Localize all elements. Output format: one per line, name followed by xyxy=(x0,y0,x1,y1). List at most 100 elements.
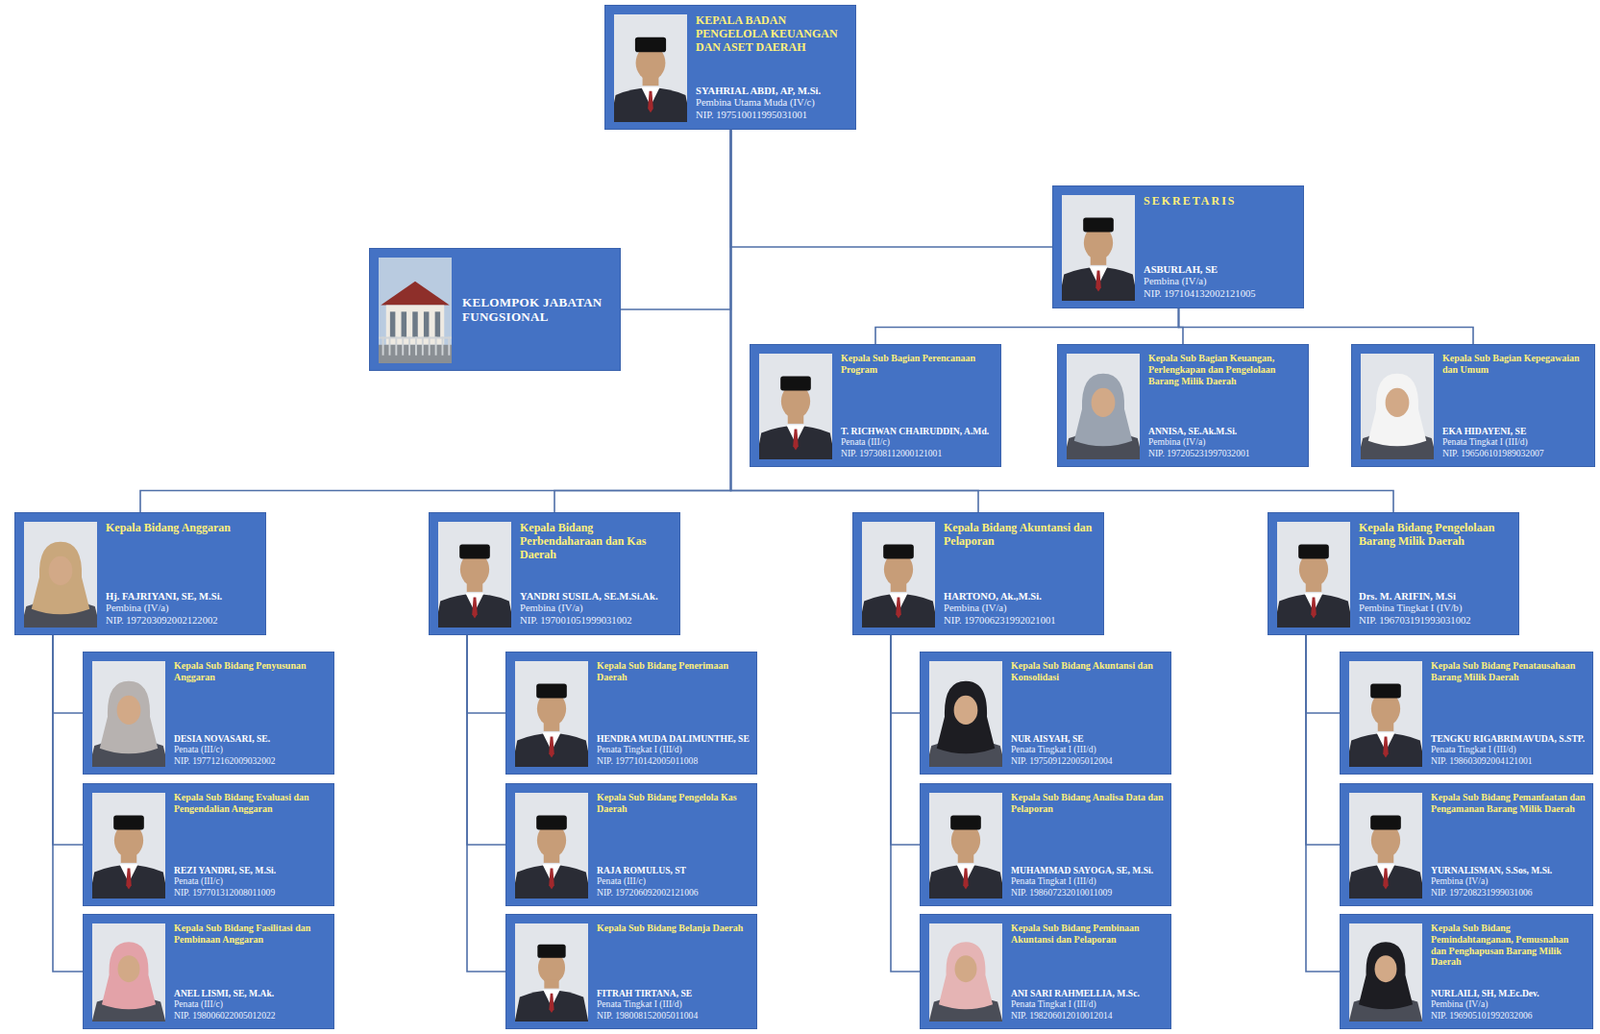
rank-grade: Penata (III/c) xyxy=(840,436,994,447)
text-column: Kepala Sub Bidang Analisa Data dan Pelap… xyxy=(1010,791,1164,898)
official-box: KEPALA BADAN PENGELOLA KEUANGAN DAN ASET… xyxy=(604,4,857,130)
employee-number: NIP. 198206012010012014 xyxy=(1010,1009,1164,1021)
employee-number: NIP. 197710142005011008 xyxy=(596,755,750,766)
building-photo xyxy=(378,257,452,364)
portrait-photo xyxy=(929,661,1003,767)
position-title: Kepala Sub Bidang Fasilitasi dan Pembina… xyxy=(173,922,327,946)
position-title: Kepala Sub Bidang Pemindahtanganan, Pemu… xyxy=(1430,922,1586,968)
employee-number: NIP. 197104132002121005 xyxy=(1143,288,1297,301)
text-column: Kepala Sub Bidang Penyusunan AnggaranDES… xyxy=(173,660,327,766)
employee-number: NIP. 196703191993031002 xyxy=(1358,615,1512,628)
rank-grade: Pembina (IV/a) xyxy=(943,602,1097,616)
official-box: Kepala Sub Bidang Pemanfaatan dan Pengam… xyxy=(1339,783,1594,907)
portrait-photo xyxy=(861,521,936,628)
employee-number: NIP. 197208231999031006 xyxy=(1430,886,1586,898)
text-column: Kepala Sub Bidang Belanja DaerahFITRAH T… xyxy=(596,922,750,1021)
official-name: NUR AISYAH, SE xyxy=(1010,727,1164,744)
official-name: DESIA NOVASARI, SE. xyxy=(173,727,327,744)
official-name: MUHAMMAD SAYOGA, SE, M.Si. xyxy=(1010,859,1164,876)
portrait-photo xyxy=(1066,353,1140,460)
rank-grade: Penata Tingkat I (III/d) xyxy=(1442,436,1588,447)
rank-grade: Pembina (IV/a) xyxy=(1148,436,1302,447)
text-column: Kepala Sub Bidang Evaluasi dan Pengendal… xyxy=(173,791,327,898)
rank-grade: Penata Tingkat I (III/d) xyxy=(596,743,750,755)
employee-number: NIP. 197712162009032002 xyxy=(173,755,327,766)
rank-grade: Pembina Tingkat I (IV/b) xyxy=(1358,602,1512,616)
text-column: Kepala Sub Bidang Akuntansi dan Konsolid… xyxy=(1010,660,1164,766)
org-connector xyxy=(890,635,920,714)
text-column: KELOMPOK JABATAN FUNGSIONAL xyxy=(462,256,613,363)
position-title: Kepala Bidang Pengelolaan Barang Milik D… xyxy=(1358,520,1512,548)
official-box: Kepala Bidang Akuntansi dan PelaporanHAR… xyxy=(852,512,1105,636)
rank-grade: Penata Tingkat I (III/d) xyxy=(1010,743,1164,755)
text-column: Kepala Sub Bidang Pemindahtanganan, Pemu… xyxy=(1430,922,1586,1021)
official-box: Kepala Sub Bidang Fasilitasi dan Pembina… xyxy=(82,913,335,1030)
rank-grade: Penata Tingkat I (III/d) xyxy=(596,998,750,1010)
text-column: Kepala Sub Bidang Pembinaan Akuntansi da… xyxy=(1010,922,1164,1021)
official-name: T. RICHWAN CHAIRUDDIN, A.Md. xyxy=(840,419,994,437)
official-name: REZI YANDRI, SE, M.Si. xyxy=(173,859,327,876)
employee-number: NIP. 197308112000121001 xyxy=(840,447,994,459)
portrait-photo xyxy=(515,661,589,767)
org-connector xyxy=(467,635,506,845)
position-title: Kepala Sub Bidang Belanja Daerah xyxy=(596,922,750,935)
position-title: Kepala Sub Bidang Analisa Data dan Pelap… xyxy=(1010,791,1164,815)
position-title: Kepala Sub Bagian Keuangan, Perlengkapan… xyxy=(1148,352,1302,387)
official-box: Kepala Sub Bidang Analisa Data dan Pelap… xyxy=(919,783,1172,907)
portrait-photo xyxy=(515,923,589,1022)
rank-grade: Penata (III/c) xyxy=(173,998,327,1010)
portrait-photo xyxy=(515,792,589,899)
official-box: Kepala Sub Bidang Pemindahtanganan, Pemu… xyxy=(1339,913,1594,1030)
position-title: Kepala Sub Bidang Penerimaan Daerah xyxy=(596,660,750,684)
text-column: Kepala Sub Bidang Penerimaan DaerahHENDR… xyxy=(596,660,750,766)
official-box: Kepala Sub Bidang Penyusunan AnggaranDES… xyxy=(82,651,335,775)
official-box: Kepala Sub Bagian Kepegawaian dan UmumEK… xyxy=(1351,344,1596,468)
rank-grade: Penata Tingkat I (III/d) xyxy=(1430,743,1586,755)
text-column: Kepala Sub Bidang Penatausahaan Barang M… xyxy=(1430,660,1586,766)
portrait-photo xyxy=(1349,923,1423,1022)
official-name: YANDRI SUSILA, SE.M.Si.Ak. xyxy=(519,585,673,604)
official-name: YURNALISMAN, S.Sos, M.Si. xyxy=(1430,859,1586,876)
portrait-photo xyxy=(1061,195,1135,301)
org-connector xyxy=(467,635,506,972)
text-column: Kepala Sub Bagian Keuangan, Perlengkapan… xyxy=(1148,352,1302,459)
position-title: Kepala Bidang Anggaran xyxy=(105,520,259,535)
official-name: HENDRA MUDA DALIMUNTHE, SE xyxy=(596,727,750,744)
group-title: KELOMPOK JABATAN FUNGSIONAL xyxy=(462,295,613,325)
position-title: Kepala Sub Bidang Evaluasi dan Pengendal… xyxy=(173,791,327,815)
employee-number: NIP. 197509122005012004 xyxy=(1010,755,1164,766)
official-name: SYAHRIAL ABDI, AP, M.Si. xyxy=(695,79,849,99)
rank-grade: Pembina (IV/a) xyxy=(105,602,259,616)
org-connector xyxy=(1305,635,1340,845)
portrait-photo xyxy=(614,14,688,123)
org-connector xyxy=(731,129,1054,247)
employee-number: NIP. 198603092004121001 xyxy=(1430,755,1586,766)
official-name: TENGKU RIGABRIMAVUDA, S.STP. xyxy=(1430,727,1586,744)
functional-group-box: KELOMPOK JABATAN FUNGSIONAL xyxy=(369,247,621,371)
official-box: Kepala Sub Bidang Penatausahaan Barang M… xyxy=(1339,651,1594,775)
position-title: Kepala Sub Bidang Pembinaan Akuntansi da… xyxy=(1010,922,1164,946)
employee-number: NIP. 196905101992032006 xyxy=(1430,1009,1586,1021)
official-box: Kepala Sub Bagian Perencanaan ProgramT. … xyxy=(749,344,1002,468)
portrait-photo xyxy=(92,923,166,1022)
portrait-photo xyxy=(92,661,166,767)
rank-grade: Penata Tingkat I (III/d) xyxy=(1010,875,1164,887)
official-name: Drs. M. ARIFIN, M.Si xyxy=(1358,585,1512,604)
org-connector xyxy=(52,635,83,714)
org-connector xyxy=(890,635,920,972)
official-box: Kepala Sub Bagian Keuangan, Perlengkapan… xyxy=(1057,344,1309,468)
official-box: Kepala Bidang Pengelolaan Barang Milik D… xyxy=(1267,512,1520,636)
official-name: ANI SARI RAHMELLIA, M.Sc. xyxy=(1010,982,1164,999)
text-column: Kepala Sub Bidang Pemanfaatan dan Pengam… xyxy=(1430,791,1586,898)
position-title: Kepala Sub Bidang Akuntansi dan Konsolid… xyxy=(1010,660,1164,684)
official-box: Kepala Sub Bidang Pengelola Kas DaerahRA… xyxy=(505,783,758,907)
portrait-photo xyxy=(438,521,512,628)
org-connector xyxy=(52,635,83,845)
portrait-photo xyxy=(929,923,1003,1022)
position-title: SEKRETARIS xyxy=(1143,194,1297,208)
text-column: Kepala Sub Bidang Fasilitasi dan Pembina… xyxy=(173,922,327,1021)
official-name: EKA HIDAYENI, SE xyxy=(1442,419,1588,437)
rank-grade: Penata (III/c) xyxy=(173,875,327,887)
text-column: Kepala Sub Bidang Pengelola Kas DaerahRA… xyxy=(596,791,750,898)
official-name: FITRAH TIRTANA, SE xyxy=(596,982,750,999)
